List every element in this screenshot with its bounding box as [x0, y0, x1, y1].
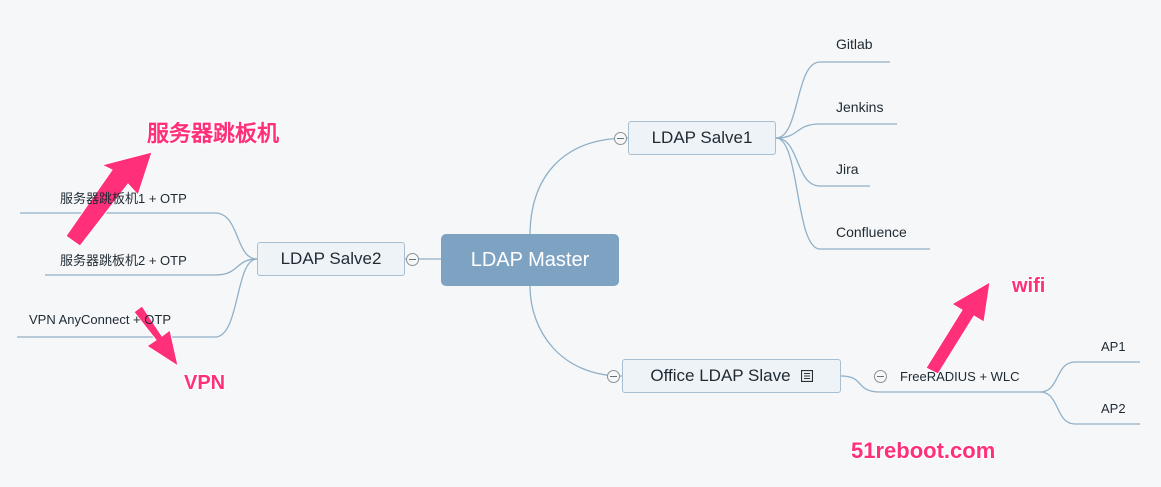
arrow-jump [65, 151, 153, 247]
node-ldap-salve1-label: LDAP Salve1 [651, 128, 753, 147]
connector-salve2-leaf3 [17, 258, 258, 338]
node-office-ldap-slave[interactable]: Office LDAP Slave [622, 359, 841, 393]
connector-master-office [529, 285, 623, 377]
leaf-ap2[interactable]: AP2 [1101, 401, 1126, 416]
note-icon[interactable] [800, 370, 813, 382]
leaf-jenkins-label: Jenkins [836, 99, 884, 115]
collapse-toggle-freeradius[interactable] [874, 370, 887, 383]
leaf-confluence[interactable]: Confluence [836, 224, 907, 240]
connector-salve1-jira [775, 137, 870, 187]
leaf-vpn-anyconnect-label: VPN AnyConnect + OTP [29, 312, 171, 327]
leaf-jenkins[interactable]: Jenkins [836, 99, 883, 115]
connector-office-freeradius [840, 375, 1040, 393]
node-ldap-salve2[interactable]: LDAP Salve2 [257, 242, 405, 276]
node-ldap-salve2-label: LDAP Salve2 [280, 249, 382, 268]
leaf-confluence-label: Confluence [836, 224, 907, 240]
leaf-freeradius-wlc[interactable]: FreeRADIUS + WLC [900, 369, 1020, 384]
connector-salve2-leaf1 [20, 212, 258, 260]
leaf-vpn-anyconnect[interactable]: VPN AnyConnect + OTP [29, 312, 171, 327]
leaf-freeradius-wlc-label: FreeRADIUS + WLC [900, 369, 1020, 384]
leaf-jump-server-2-label: 服务器跳板机2 + OTP [60, 253, 187, 268]
node-ldap-master-label: LDAP Master [470, 248, 590, 271]
node-ldap-salve1[interactable]: LDAP Salve1 [628, 121, 776, 155]
connector-freeradius-ap1 [1039, 361, 1140, 393]
connector-salve1-confluence [775, 137, 930, 250]
node-office-ldap-slave-label: Office LDAP Slave [650, 366, 791, 385]
leaf-ap1[interactable]: AP1 [1101, 339, 1126, 354]
leaf-gitlab[interactable]: Gitlab [836, 36, 873, 52]
watermark-51reboot: 51reboot.com [851, 438, 996, 463]
connector-master-salve1 [529, 137, 629, 237]
leaf-jump-server-1[interactable]: 服务器跳板机1 + OTP [60, 188, 187, 207]
collapse-toggle-salve2[interactable] [406, 253, 419, 266]
annotation-vpn: VPN [184, 372, 226, 394]
collapse-toggle-salve1[interactable] [614, 132, 627, 145]
connector-salve2-leaf2 [45, 258, 258, 276]
leaf-jump-server-1-label: 服务器跳板机1 + OTP [60, 191, 187, 206]
leaf-ap2-label: AP2 [1101, 401, 1126, 416]
annotation-jump-server: 服务器跳板机 [147, 121, 280, 146]
leaf-jira[interactable]: Jira [836, 161, 859, 177]
leaf-jump-server-2[interactable]: 服务器跳板机2 + OTP [60, 250, 187, 269]
node-ldap-master[interactable]: LDAP Master [441, 234, 619, 286]
annotation-wifi: wifi [1012, 275, 1046, 297]
connector-salve1-jenkins [775, 123, 897, 139]
leaf-ap1-label: AP1 [1101, 339, 1126, 354]
connector-freeradius-ap2 [1039, 391, 1140, 425]
connector-salve1-gitlab [775, 61, 890, 139]
leaf-gitlab-label: Gitlab [836, 36, 873, 52]
leaf-jira-label: Jira [836, 161, 859, 177]
arrow-vpn [133, 305, 179, 368]
arrow-wifi [925, 281, 991, 375]
collapse-toggle-office[interactable] [607, 370, 620, 383]
